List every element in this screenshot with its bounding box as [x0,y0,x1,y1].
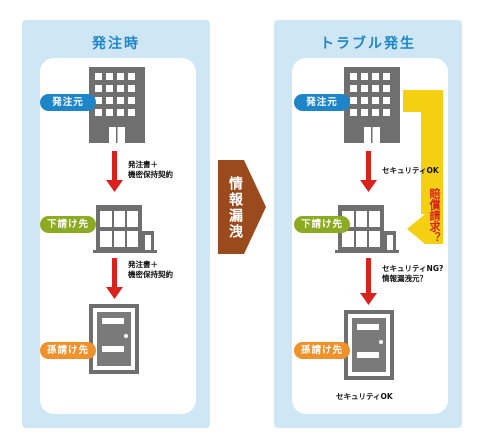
right-flow-arrows [360,151,377,305]
right-orderer-building-icon [344,67,400,143]
left-orderer-building-icon [89,67,145,143]
right-security-ng-line1: セキュリティNG? [382,264,444,273]
leak-arrow-shape [218,160,266,254]
right-sub-subcontractor-house-icon [344,310,394,380]
left-sub-subcontractor-pill: 孫請け先 [40,342,96,359]
right-security-ok-bottom: セキュリティOK [336,392,393,401]
right-security-ng-note: セキュリティNG? 情報漏洩元？ [382,264,443,284]
left-subcontractor-building-icon [93,205,157,253]
left-orderer-pill: 発注元 [40,94,96,111]
right-orderer-pill: 発注元 [294,94,350,111]
left-panel-title: 発注時 [92,36,140,52]
left-note-1-line2: 機密保持契約 [128,170,173,179]
left-note-1: 発注書＋ 機密保持契約 [128,160,173,180]
right-subcontractor-pill: 下請け先 [294,216,350,233]
left-subcontractor-pill: 下請け先 [40,216,96,233]
right-panel-title: トラブル発生 [320,36,416,52]
claim-text: 賠償請求？ [428,188,441,243]
right-sub-subcontractor-pill: 孫請け先 [294,342,350,359]
right-security-ng-line2: 情報漏洩元？ [382,274,427,283]
left-note-2-line1: 発注書＋ [128,260,158,269]
left-note-2: 発注書＋ 機密保持契約 [128,260,173,280]
left-flow-arrows [106,151,123,299]
right-security-ok-note: セキュリティOK [382,166,439,175]
left-sub-subcontractor-house-icon [89,304,139,374]
left-note-1-line1: 発注書＋ [128,160,158,169]
claim-arrow-shape [403,90,443,244]
leak-arrow-label: 情報漏洩 [227,176,243,240]
left-note-2-line2: 機密保持契約 [128,270,173,279]
